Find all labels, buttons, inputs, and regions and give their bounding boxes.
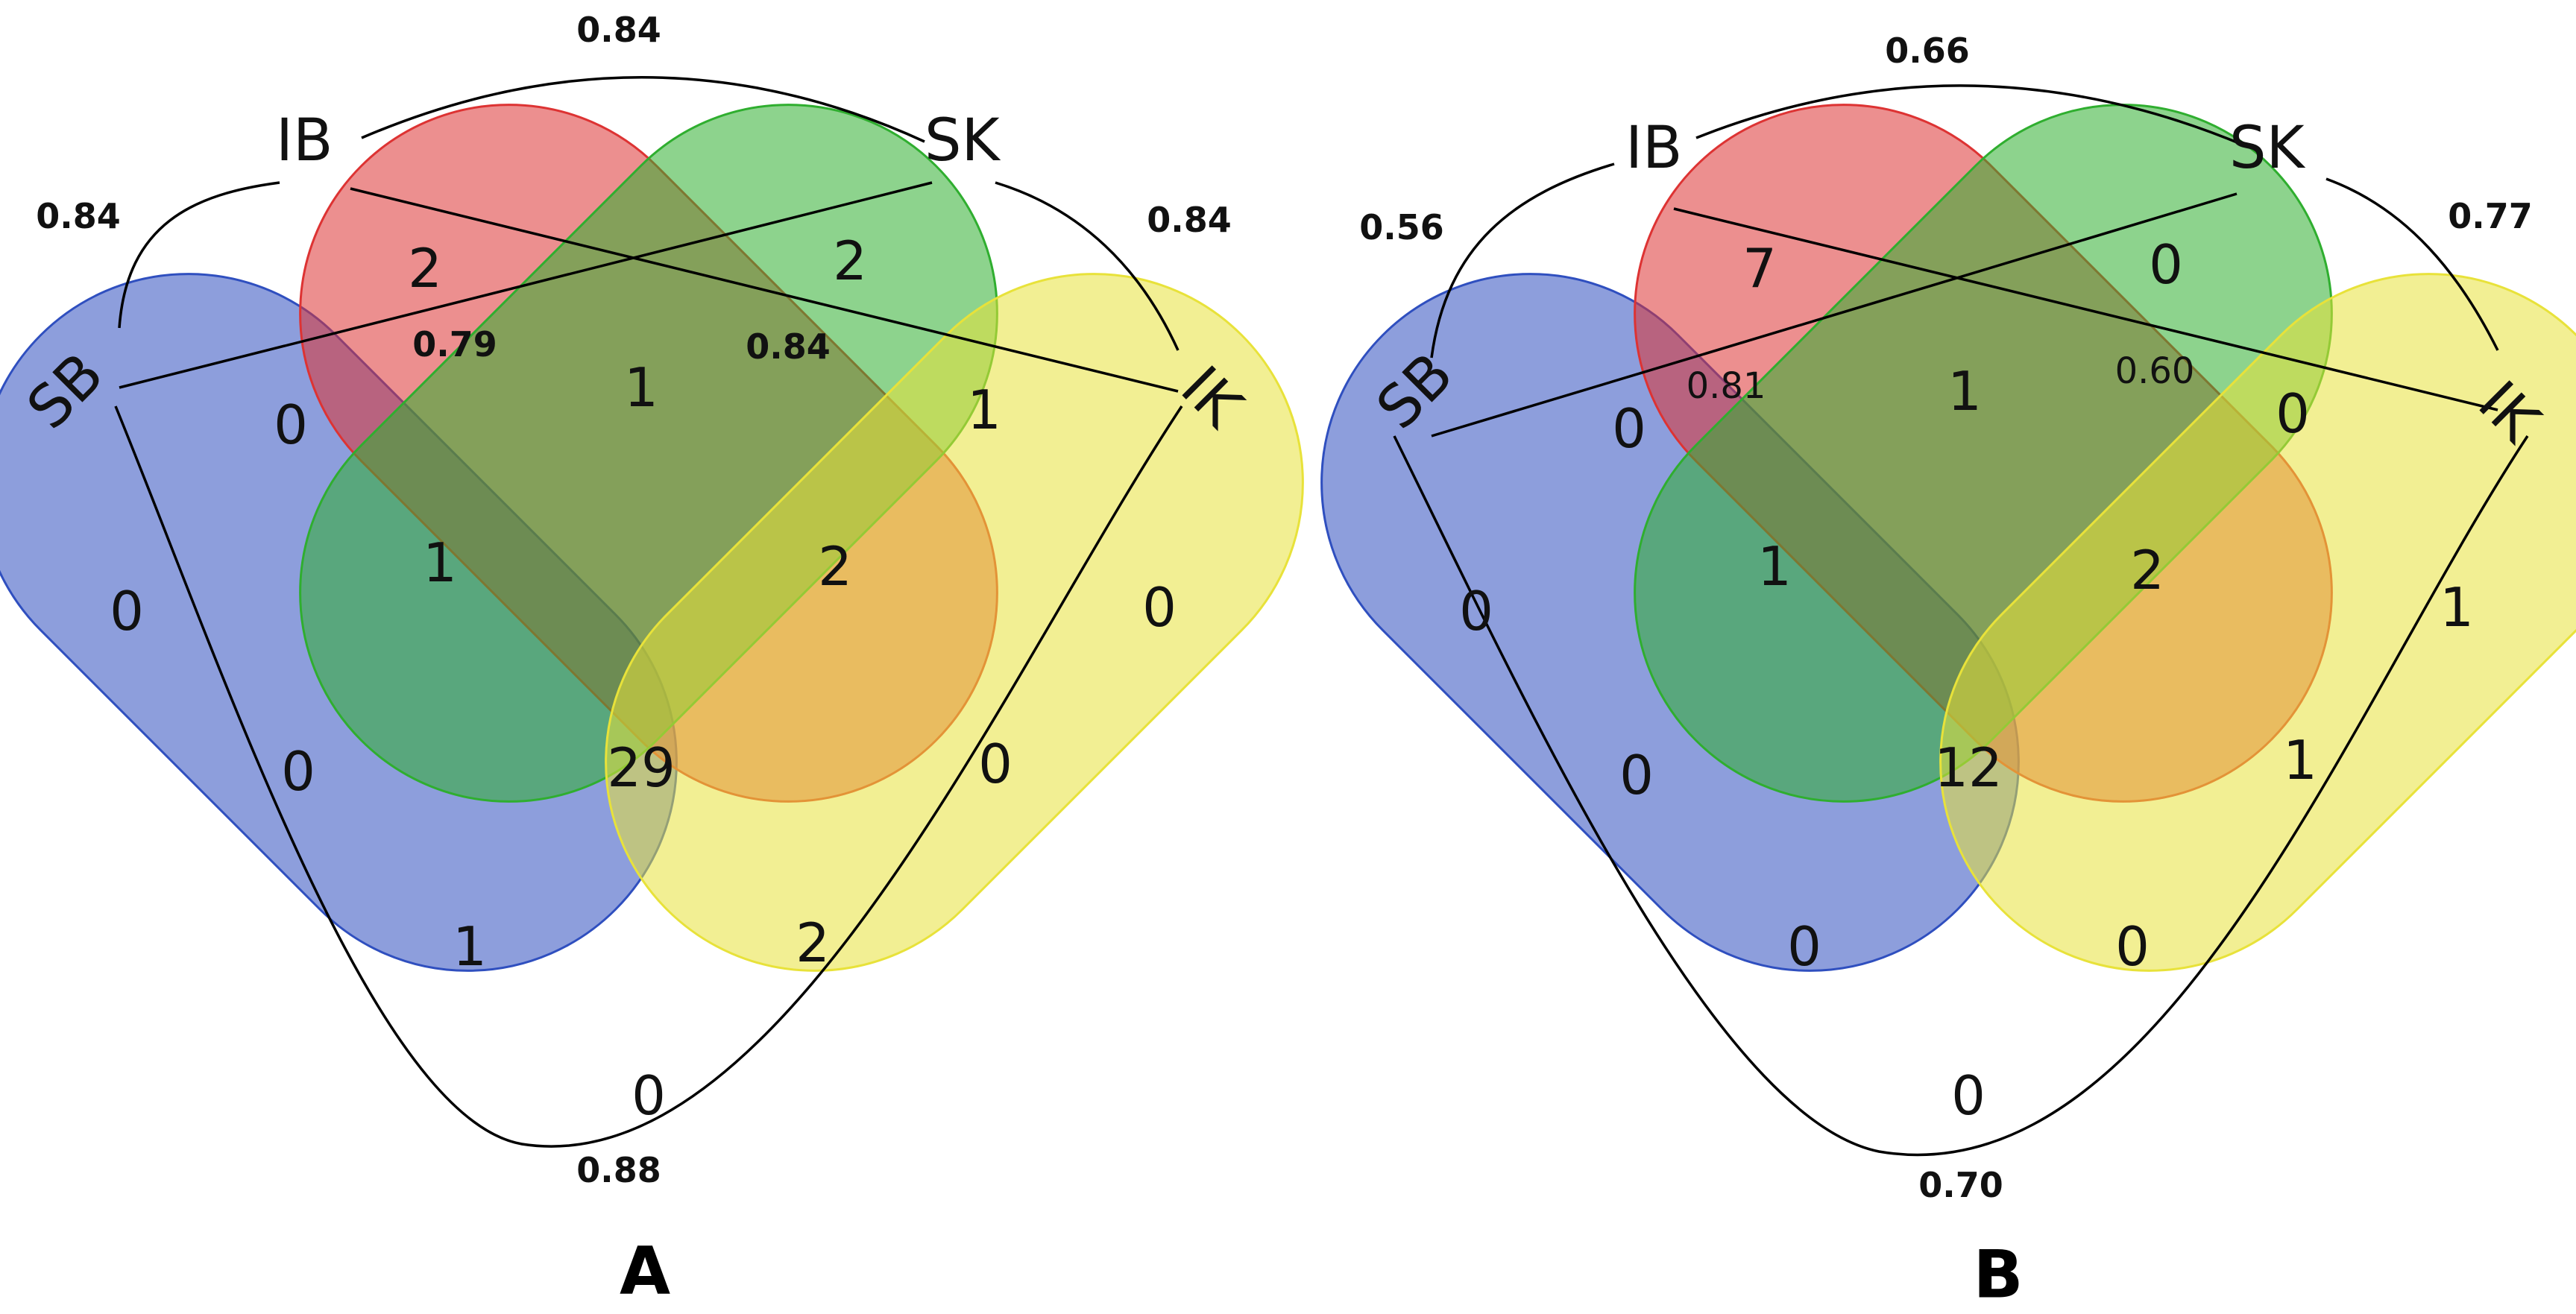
region-sb-ib-sk: 1 <box>1757 535 1792 598</box>
panel-b: IB SK SB IK 0 7 0 1 0 1 0 1 2 0 12 1 0 0… <box>1320 31 2576 1313</box>
link-sb-ik <box>1393 435 2529 1157</box>
score-sb-ik: 0.70 <box>1918 1165 2003 1205</box>
score-ib-sk: 0.84 <box>576 10 661 50</box>
region-ib-sk-ik: 2 <box>818 535 852 598</box>
region-sb-ib: 0 <box>1612 397 1646 460</box>
link-ib-ik <box>1673 207 2498 411</box>
score-sk-ik: 0.84 <box>1147 200 1232 240</box>
region-sb-ib: 0 <box>274 394 308 456</box>
region-sk-ik: 1 <box>967 379 1001 441</box>
region-sb-sk: 0 <box>1619 744 1654 806</box>
set-label-sk: SK <box>2229 115 2306 182</box>
link-sk-ik <box>995 181 1180 351</box>
region-sb-sk: 0 <box>281 740 315 803</box>
set-label-ib: IB <box>276 107 333 174</box>
link-sk-ik <box>2325 177 2499 351</box>
set-ik-ellipse <box>1939 273 2576 972</box>
region-sb-ib-sk: 1 <box>423 531 457 594</box>
region-sb-ik: 0 <box>1951 1064 1985 1127</box>
region-ib-ik: 1 <box>2283 729 2317 792</box>
link-sb-ib <box>118 181 280 329</box>
region-ib-only: 2 <box>408 237 442 300</box>
set-label-sk: SK <box>925 107 1001 174</box>
region-sb-ib-ik: 2 <box>796 912 830 974</box>
region-ib-ik: 0 <box>978 733 1013 795</box>
region-sb-ib-ik: 0 <box>2115 915 2150 978</box>
region-sb-sk-ik: 1 <box>453 915 487 978</box>
region-ik-only: 1 <box>2440 576 2474 639</box>
panel-a: IB SK SB IK 0 2 2 0 0 1 1 1 2 0 29 0 1 2… <box>0 10 1304 1310</box>
region-all: 29 <box>607 736 676 799</box>
link-ib-ik <box>350 187 1179 393</box>
link-sb-ib <box>1430 162 1615 358</box>
region-ik-only: 0 <box>1142 576 1177 639</box>
set-ik-ellipse <box>605 273 1304 972</box>
region-sb-only: 0 <box>1459 580 1493 642</box>
region-all: 12 <box>1934 736 2003 799</box>
region-sk-only: 0 <box>2149 233 2183 296</box>
region-sb-sk-ik: 0 <box>1787 915 1821 978</box>
panel-letter-a: A <box>620 1233 670 1310</box>
region-ib-sk: 1 <box>1947 360 1982 423</box>
score-ib-ik: 0.60 <box>2115 350 2195 392</box>
set-label-ib: IB <box>1625 115 1683 182</box>
score-sb-sk: 0.81 <box>1687 365 1766 407</box>
score-sk-ik: 0.77 <box>2448 196 2533 236</box>
score-ib-sk: 0.66 <box>1885 31 1970 71</box>
link-sb-sk <box>1431 192 2238 438</box>
link-sb-sk <box>119 181 933 389</box>
region-ib-only: 7 <box>1742 237 1777 300</box>
panel-letter-b: B <box>1973 1236 2023 1313</box>
region-ib-sk: 1 <box>624 356 658 419</box>
score-ib-ik: 0.84 <box>746 326 831 367</box>
score-sb-ik: 0.88 <box>576 1150 661 1190</box>
score-sb-ib: 0.56 <box>1359 207 1444 247</box>
region-sb-only: 0 <box>110 580 144 642</box>
region-ib-sk-ik: 2 <box>2130 539 2164 601</box>
link-ib-sk <box>361 76 925 143</box>
region-sk-only: 2 <box>833 230 867 292</box>
link-sb-ik <box>114 405 1183 1148</box>
score-sb-sk: 0.79 <box>412 324 497 364</box>
region-sb-ik: 0 <box>632 1064 666 1127</box>
link-ib-sk <box>1695 84 2245 147</box>
score-sb-ib: 0.84 <box>36 196 121 236</box>
region-sk-ik: 0 <box>2276 382 2310 445</box>
